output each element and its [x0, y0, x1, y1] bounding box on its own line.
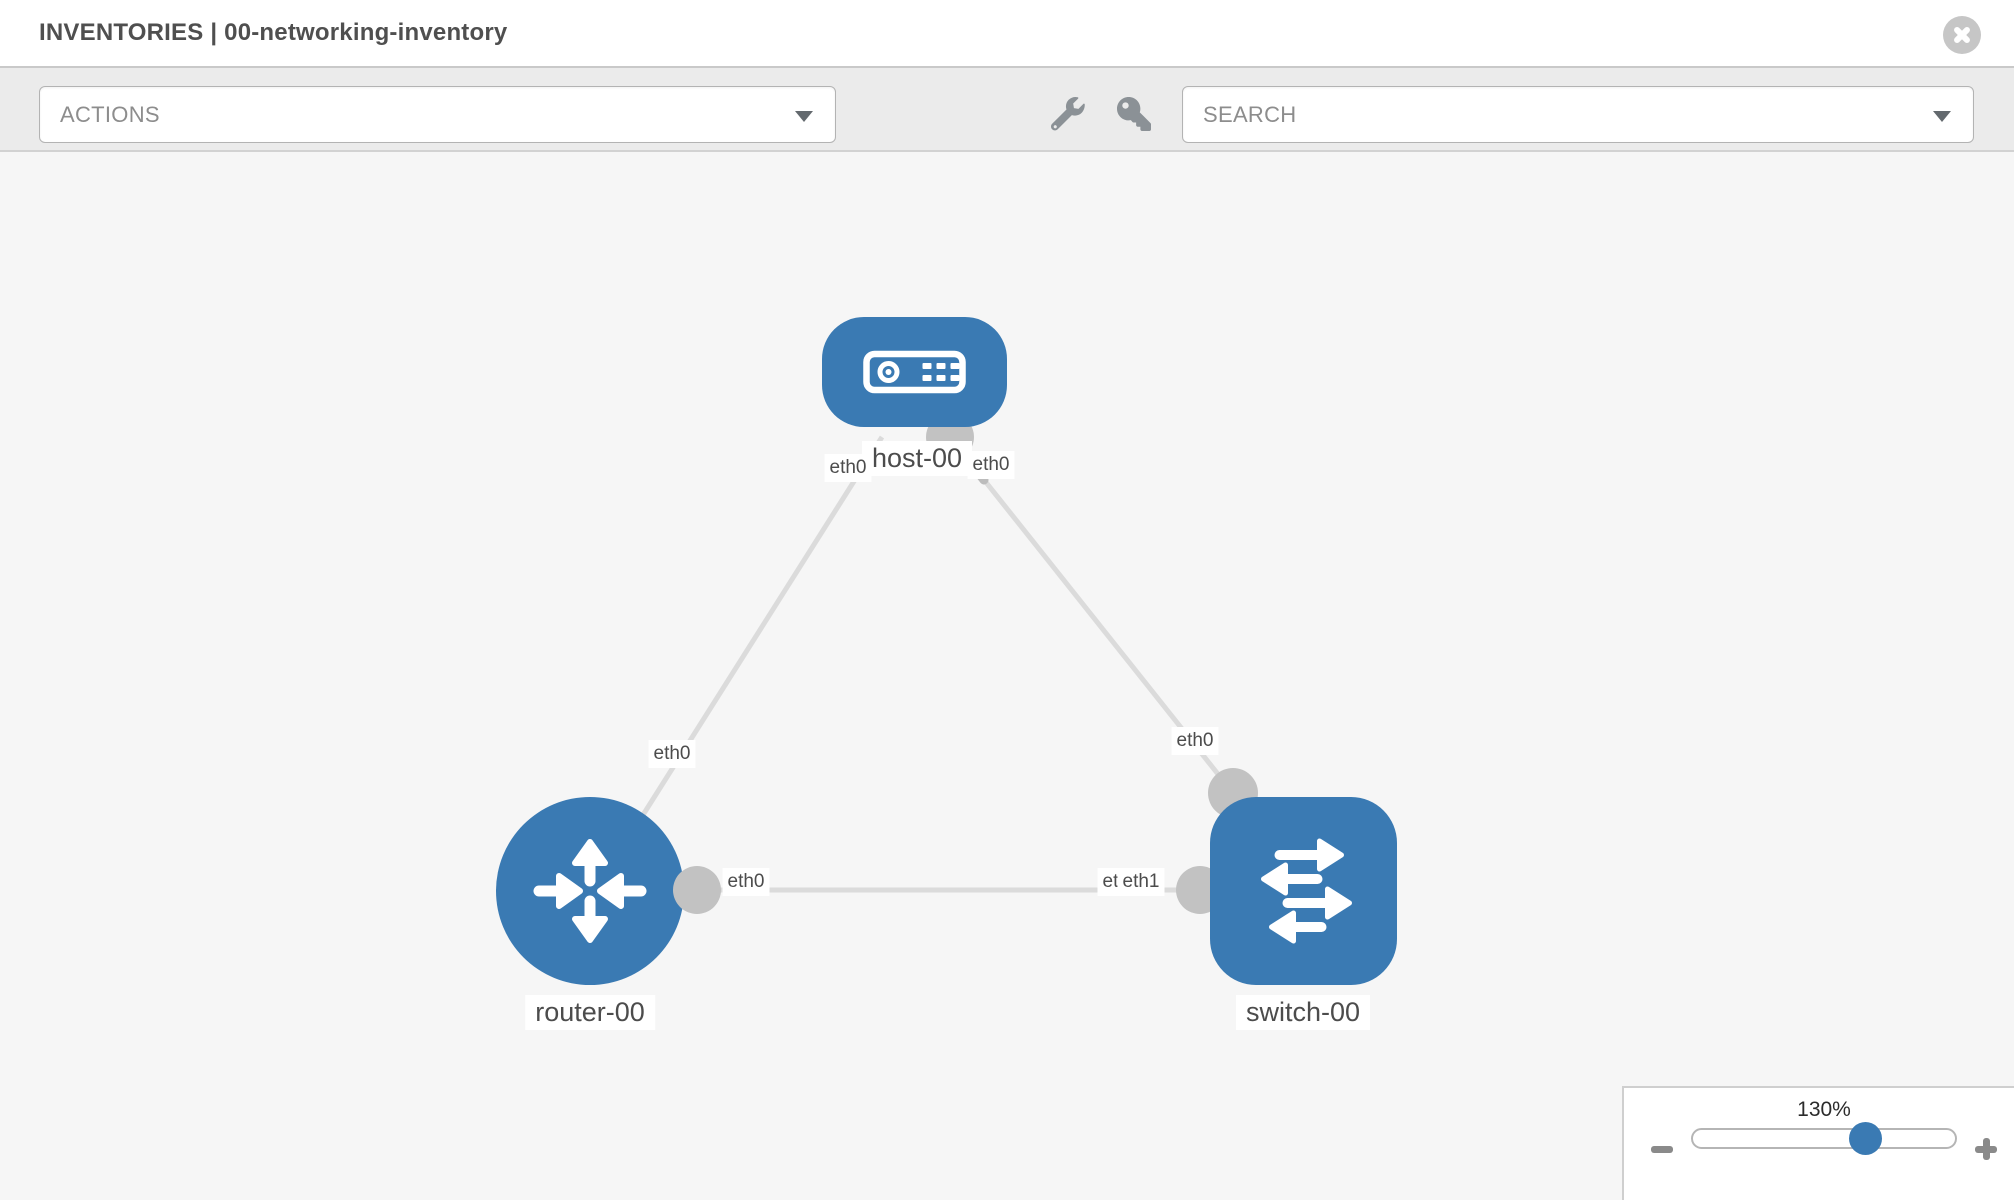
switch-icon [1261, 838, 1352, 944]
node-label-router: router-00 [525, 995, 655, 1030]
node-switch[interactable] [1210, 797, 1397, 985]
credentials-button[interactable] [1117, 97, 1151, 131]
zoom-out-button[interactable] [1651, 1138, 1673, 1160]
zoom-level-value: 130% [1797, 1098, 1851, 1121]
plus-icon [1983, 1138, 1990, 1160]
search-dropdown-label: SEARCH [1203, 101, 1297, 127]
node-label-host: host-00 [861, 441, 973, 476]
configure-button[interactable] [1051, 97, 1085, 131]
search-dropdown[interactable]: SEARCH [1182, 86, 1974, 143]
port-label-router-link-eth0: eth0 [648, 740, 696, 768]
page-title: INVENTORIES | 00-networking-inventory [39, 0, 507, 66]
zoom-panel: 130% [1622, 1086, 2014, 1200]
port-label-host-eth0-left: eth0 [824, 454, 872, 482]
breadcrumb-separator: | [210, 19, 218, 46]
breadcrumb-section: INVENTORIES [39, 19, 204, 46]
zoom-in-button[interactable] [1975, 1138, 1997, 1160]
toolbar: ACTIONS SEARCH [0, 68, 2014, 152]
caret-down-icon [1933, 110, 1951, 122]
node-label-switch: switch-00 [1235, 995, 1371, 1030]
interface-dot-router[interactable] [673, 866, 721, 914]
key-icon [1117, 97, 1151, 131]
zoom-slider-thumb[interactable] [1849, 1122, 1882, 1155]
page-header: INVENTORIES | 00-networking-inventory [0, 0, 2014, 68]
port-label-host-eth0-right: eth0 [967, 451, 1015, 479]
zoom-slider-track[interactable] [1691, 1122, 1957, 1155]
router-icon [533, 839, 647, 943]
caret-down-icon [795, 110, 813, 122]
minus-icon [1651, 1146, 1673, 1153]
close-button[interactable] [1943, 16, 1981, 54]
inventory-name: 00-networking-inventory [224, 19, 508, 46]
actions-dropdown-label: ACTIONS [60, 101, 160, 127]
host-icon [863, 350, 966, 394]
wrench-icon [1051, 97, 1085, 131]
port-label-linkc-switch-eth1: eth1 [1117, 868, 1165, 896]
node-router[interactable] [496, 797, 684, 985]
actions-dropdown[interactable]: ACTIONS [39, 86, 836, 143]
port-label-linkc-router-eth0: eth0 [722, 868, 770, 896]
port-label-switch-link-eth0: eth0 [1171, 727, 1219, 755]
topology-canvas[interactable]: host-00 eth0 eth0 eth0 eth0 eth0 eth0 et… [0, 152, 2014, 1200]
node-host[interactable] [822, 317, 1007, 427]
